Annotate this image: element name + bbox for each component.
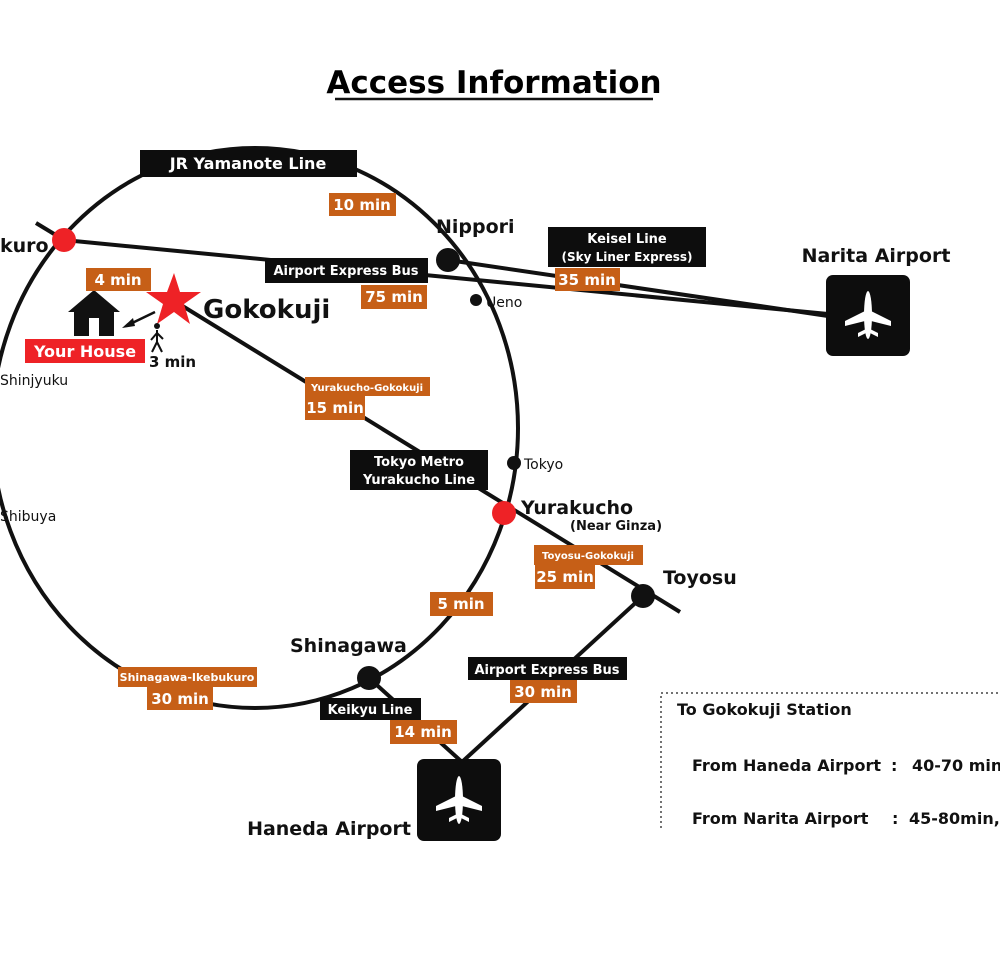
line-keisei bbox=[447, 258, 829, 318]
label-keisei-2: (Sky Liner Express) bbox=[562, 250, 693, 264]
time-keikyu: 14 min bbox=[394, 723, 452, 741]
info-haneda-label: From Haneda Airport bbox=[692, 756, 881, 775]
walk-arrowhead bbox=[122, 318, 135, 328]
station-name-ueno: Ueno bbox=[486, 295, 522, 311]
gokokuji-star-icon bbox=[146, 273, 201, 324]
label-metro-bg bbox=[350, 450, 488, 490]
station-tokyo bbox=[507, 456, 521, 470]
route-toyosu-gokokuji: Toyosu-Gokokuji bbox=[542, 551, 634, 562]
label-metro-2: Yurakucho Line bbox=[362, 473, 475, 488]
your-house-badge bbox=[25, 339, 145, 363]
time-shinagawa-ikebukuro-bg bbox=[147, 687, 213, 710]
time-keisei: 35 min bbox=[558, 271, 616, 289]
info-narita-value: 45-80min, bbox=[909, 809, 1000, 828]
airport-name-narita: Narita Airport bbox=[802, 245, 951, 267]
info-narita-label: From Narita Airport bbox=[692, 809, 869, 828]
station-name-toyosu: Toyosu bbox=[663, 567, 737, 589]
station-ikebukuro bbox=[52, 228, 76, 252]
label-bus-haneda: Airport Express Bus bbox=[474, 663, 619, 678]
line-ikebukuro-narita-bus bbox=[63, 238, 829, 316]
time-shinagawa-ikebukuro: 30 min bbox=[151, 690, 209, 708]
label-keisei-bg bbox=[548, 227, 706, 267]
yamanote-loop bbox=[0, 146, 520, 710]
time-bus-narita: 75 min bbox=[365, 288, 423, 306]
time-ikebukuro-nippori-bg bbox=[329, 193, 396, 216]
info-haneda-sep: : bbox=[891, 756, 897, 775]
station-nippori bbox=[436, 248, 460, 272]
airport-name-haneda: Haneda Airport bbox=[247, 818, 411, 840]
time-shinagawa-yurakucho-bg bbox=[430, 592, 493, 616]
time-keisei-bg bbox=[555, 268, 620, 291]
station-name-shinagawa: Shinagawa bbox=[290, 635, 407, 657]
station-shinagawa bbox=[357, 666, 381, 690]
house-icon bbox=[68, 290, 120, 336]
station-note-yurakucho: (Near Ginza) bbox=[570, 519, 662, 534]
walk-time-label: 3 min bbox=[149, 353, 196, 371]
time-ikebukuro-gokokuji-bg bbox=[86, 268, 151, 291]
station-name-ikebukuro: kuro bbox=[0, 235, 49, 257]
time-bus-haneda: 30 min bbox=[514, 683, 572, 701]
time-keikyu-bg bbox=[390, 720, 457, 744]
info-heading: To Gokokuji Station bbox=[677, 700, 852, 719]
station-name-tokyo: Tokyo bbox=[523, 457, 563, 473]
station-name-gokokuji: Gokokuji bbox=[203, 295, 330, 325]
time-shinagawa-yurakucho: 5 min bbox=[437, 595, 484, 613]
station-name-nippori: Nippori bbox=[436, 216, 515, 238]
station-yurakucho bbox=[492, 501, 516, 525]
label-yamanote: JR Yamanote Line bbox=[169, 154, 327, 173]
airport-icon-narita bbox=[826, 275, 910, 356]
time-bus-narita-bg bbox=[361, 285, 427, 309]
time-yurakucho-gokokuji-bg bbox=[305, 396, 365, 420]
info-box-mask bbox=[655, 829, 1000, 879]
time-toyosu-gokokuji: 25 min bbox=[536, 568, 594, 586]
route-toyosu-gokokuji-bg bbox=[534, 545, 643, 565]
station-toyosu bbox=[631, 584, 655, 608]
time-yurakucho-gokokuji: 15 min bbox=[306, 399, 364, 417]
label-bus-narita-bg bbox=[265, 258, 428, 283]
info-haneda-value: 40-70 min bbox=[912, 756, 1000, 775]
route-shinagawa-ikebukuro: Shinagawa-Ikebukuro bbox=[120, 671, 255, 684]
label-keisei-1: Keisel Line bbox=[587, 232, 667, 247]
label-bus-haneda-bg bbox=[468, 657, 627, 680]
label-metro-1: Tokyo Metro bbox=[374, 455, 464, 470]
label-yamanote-bg bbox=[140, 150, 357, 177]
your-house-label: Your House bbox=[33, 342, 136, 361]
label-keikyu: Keikyu Line bbox=[328, 703, 413, 718]
station-ueno bbox=[470, 294, 482, 306]
route-yurakucho-gokokuji-bg bbox=[305, 377, 430, 396]
page-title: Access Information bbox=[326, 65, 661, 101]
station-name-yurakucho: Yurakucho bbox=[520, 497, 633, 519]
time-ikebukuro-gokokuji: 4 min bbox=[94, 271, 141, 289]
station-name-shinjyuku: Shinjyuku bbox=[0, 373, 68, 389]
info-box bbox=[660, 692, 1000, 874]
info-narita-sep: : bbox=[892, 809, 898, 828]
label-keikyu-bg bbox=[320, 698, 421, 720]
walking-person-icon bbox=[150, 323, 164, 353]
route-shinagawa-ikebukuro-bg bbox=[118, 667, 257, 687]
time-bus-haneda-bg bbox=[510, 680, 577, 703]
time-ikebukuro-nippori: 10 min bbox=[333, 196, 391, 214]
time-toyosu-gokokuji-bg bbox=[535, 565, 595, 589]
label-bus-narita: Airport Express Bus bbox=[273, 264, 418, 279]
station-name-shibuya: Shibuya bbox=[0, 509, 56, 525]
airport-icon-haneda bbox=[417, 759, 501, 841]
route-yurakucho-gokokuji: Yurakucho-Gokokuji bbox=[310, 383, 423, 394]
